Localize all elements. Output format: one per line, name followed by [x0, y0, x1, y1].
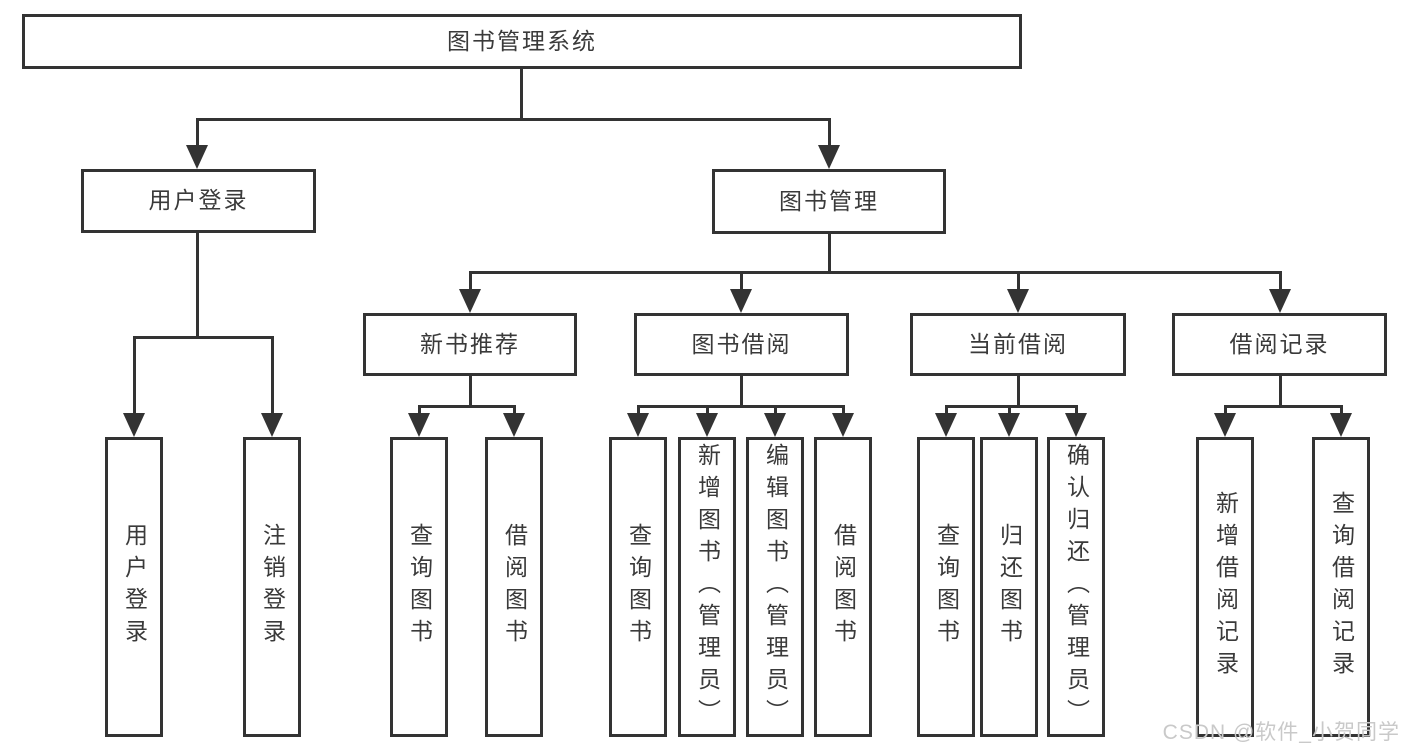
leaf-query-books-recommend: 查询图书 [390, 437, 448, 737]
edge-user-login-children-rail [132, 336, 274, 339]
edge-current-children-arrowhead-icon-0 [935, 413, 957, 437]
node-user-login-label: 用户登录 [148, 187, 249, 214]
edge-root-to-level1-drop-1 [827, 118, 831, 147]
leaf-edit-books-admin-label: 编辑图书（管理员） [762, 443, 789, 731]
edge-root-to-level1-stem [519, 68, 523, 121]
edge-book-mgmt-children-rail [468, 271, 1282, 274]
edge-current-children-rail [944, 405, 1078, 408]
edge-user-login-children-drop-0 [132, 336, 136, 415]
node-book-management: 图书管理 [712, 169, 946, 234]
node-current-borrowing-label: 当前借阅 [968, 330, 1068, 357]
edge-root-to-level1-rail [195, 118, 831, 121]
edge-current-children-arrowhead-icon-1 [998, 413, 1020, 437]
node-user-login: 用户登录 [81, 169, 316, 233]
edge-book-mgmt-children-drop-3 [1278, 271, 1282, 291]
csdn-watermark: CSDN @软件_小贺同学 [1162, 721, 1400, 744]
leaf-query-books-current-label: 查询图书 [933, 523, 960, 651]
edge-records-children-drop-1 [1339, 405, 1343, 415]
leaf-logout: 注销登录 [243, 437, 301, 737]
node-library-system: 图书管理系统 [22, 14, 1022, 69]
edge-user-login-children-arrowhead-icon-0 [123, 413, 145, 437]
edge-records-children-rail [1223, 405, 1343, 408]
node-borrowing-records: 借阅记录 [1172, 313, 1387, 376]
edge-book-mgmt-children-arrowhead-icon-1 [730, 289, 752, 313]
edge-root-to-level1-drop-0 [195, 118, 199, 147]
edge-user-login-children-arrowhead-icon-1 [261, 413, 283, 437]
node-library-system-label: 图书管理系统 [447, 27, 597, 54]
leaf-add-books-admin-label: 新增图书（管理员） [694, 443, 721, 731]
edge-records-children-arrowhead-icon-1 [1330, 413, 1352, 437]
edge-borrowing-children-drop-1 [705, 405, 709, 415]
edge-book-mgmt-children-drop-0 [468, 271, 472, 291]
edge-recommend-children-rail [417, 405, 516, 408]
leaf-confirm-return-admin-label: 确认归还（管理员） [1063, 443, 1090, 731]
edge-book-mgmt-children-drop-2 [1016, 271, 1020, 291]
edge-book-mgmt-children-stem [827, 234, 831, 274]
edge-root-to-level1-arrowhead-icon-0 [186, 145, 208, 169]
node-new-book-recommend: 新书推荐 [363, 313, 577, 376]
edge-borrowing-children-stem [739, 376, 743, 408]
leaf-query-books-current: 查询图书 [917, 437, 975, 737]
edge-current-children-stem [1016, 376, 1020, 408]
leaf-user-login: 用户登录 [105, 437, 163, 737]
leaf-add-borrow-record-label: 新增借阅记录 [1212, 491, 1239, 683]
leaf-borrow-books: 借阅图书 [814, 437, 872, 737]
edge-user-login-children-drop-1 [270, 336, 274, 415]
edge-user-login-children-stem [195, 233, 199, 339]
edge-book-mgmt-children-arrowhead-icon-0 [459, 289, 481, 313]
edge-borrowing-children-arrowhead-icon-3 [832, 413, 854, 437]
leaf-add-books-admin: 新增图书（管理员） [678, 437, 736, 737]
edge-recommend-children-drop-0 [417, 405, 421, 415]
edge-current-children-drop-0 [944, 405, 948, 415]
edge-borrowing-children-arrowhead-icon-2 [764, 413, 786, 437]
node-book-management-label: 图书管理 [779, 187, 879, 214]
edge-recommend-children-arrowhead-icon-1 [503, 413, 525, 437]
leaf-return-books-label: 归还图书 [996, 523, 1023, 651]
node-book-borrowing: 图书借阅 [634, 313, 849, 376]
leaf-query-books-borrowing-label: 查询图书 [625, 523, 652, 651]
leaf-edit-books-admin: 编辑图书（管理员） [746, 437, 804, 737]
leaf-borrow-books-label: 借阅图书 [830, 523, 857, 651]
leaf-query-books-recommend-label: 查询图书 [406, 523, 433, 651]
edge-book-mgmt-children-arrowhead-icon-3 [1269, 289, 1291, 313]
edge-recommend-children-stem [468, 376, 472, 408]
leaf-query-books-borrowing: 查询图书 [609, 437, 667, 737]
node-current-borrowing: 当前借阅 [910, 313, 1126, 376]
edge-borrowing-children-rail [636, 405, 845, 408]
node-borrowing-records-label: 借阅记录 [1229, 330, 1330, 357]
leaf-logout-label: 注销登录 [259, 523, 286, 651]
leaf-user-login-label: 用户登录 [121, 523, 148, 651]
edge-current-children-drop-2 [1074, 405, 1078, 415]
edge-borrowing-children-arrowhead-icon-0 [627, 413, 649, 437]
edge-borrowing-children-arrowhead-icon-1 [696, 413, 718, 437]
edge-borrowing-children-drop-2 [773, 405, 777, 415]
leaf-query-borrow-record-label: 查询借阅记录 [1328, 491, 1355, 683]
edge-current-children-drop-1 [1007, 405, 1011, 415]
node-book-borrowing-label: 图书借阅 [691, 330, 792, 357]
edge-recommend-children-drop-1 [512, 405, 516, 415]
edge-records-children-arrowhead-icon-0 [1214, 413, 1236, 437]
edge-book-mgmt-children-arrowhead-icon-2 [1007, 289, 1029, 313]
edge-recommend-children-arrowhead-icon-0 [408, 413, 430, 437]
leaf-confirm-return-admin: 确认归还（管理员） [1047, 437, 1105, 737]
leaf-borrow-books-recommend: 借阅图书 [485, 437, 543, 737]
node-new-book-recommend-label: 新书推荐 [420, 330, 520, 357]
leaf-return-books: 归还图书 [980, 437, 1038, 737]
edge-current-children-arrowhead-icon-2 [1065, 413, 1087, 437]
leaf-borrow-books-recommend-label: 借阅图书 [501, 523, 528, 651]
edge-records-children-stem [1278, 376, 1282, 408]
edge-borrowing-children-drop-3 [841, 405, 845, 415]
edge-borrowing-children-drop-0 [636, 405, 640, 415]
leaf-query-borrow-record: 查询借阅记录 [1312, 437, 1370, 737]
edge-records-children-drop-0 [1223, 405, 1227, 415]
leaf-add-borrow-record: 新增借阅记录 [1196, 437, 1254, 737]
edge-book-mgmt-children-drop-1 [739, 271, 743, 291]
edge-root-to-level1-arrowhead-icon-1 [818, 145, 840, 169]
